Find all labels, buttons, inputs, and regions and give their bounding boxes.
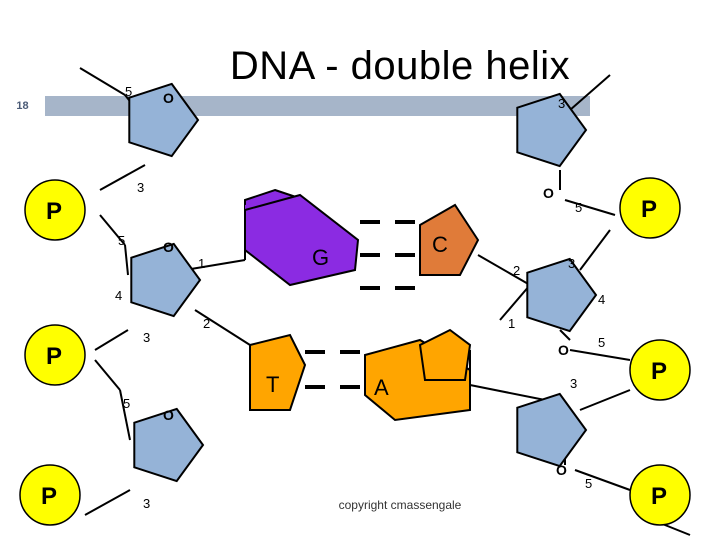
- sugar-pentagon: [130, 242, 202, 318]
- oxygen-label: O: [163, 407, 174, 423]
- phosphate-left-2: P: [24, 324, 86, 386]
- carbon-label: 5: [125, 84, 132, 99]
- oxygen-label: O: [163, 90, 174, 106]
- hydrogen-bonds: [305, 220, 415, 389]
- carbon-label: 5: [598, 335, 605, 350]
- guanine-label: G: [312, 245, 329, 270]
- phosphate-left-1: P: [24, 179, 86, 241]
- carbon-label: 2: [513, 263, 520, 278]
- copyright-text: copyright cmassengale: [338, 498, 462, 512]
- carbon-label: 3: [143, 496, 150, 511]
- adenine-label: A: [374, 375, 389, 400]
- svg-text:P: P: [46, 198, 62, 225]
- carbon-label: 1: [198, 256, 205, 271]
- carbon-label: 2: [203, 316, 210, 331]
- svg-text:P: P: [46, 343, 62, 370]
- svg-text:P: P: [651, 358, 667, 385]
- carbon-label: 1: [508, 316, 515, 331]
- carbon-label: 5: [123, 396, 130, 411]
- sugar-pentagon: [516, 392, 588, 468]
- thymine-shape: [249, 333, 307, 411]
- carbon-label: 4: [598, 292, 605, 307]
- carbon-label: 3: [137, 180, 144, 195]
- carbon-label: 4: [115, 288, 122, 303]
- svg-text:P: P: [41, 483, 57, 510]
- carbon-label: 5: [575, 200, 582, 215]
- carbon-label: 3: [143, 330, 150, 345]
- oxygen-label: O: [556, 462, 567, 478]
- sugar-pentagon: [526, 257, 598, 333]
- thymine-label: T: [266, 372, 279, 397]
- carbon-label: 5: [585, 476, 592, 491]
- phosphate-right-3: P: [629, 464, 691, 526]
- cytosine-shape: [419, 203, 480, 276]
- carbon-label: 3: [558, 96, 565, 111]
- cytosine-label: C: [432, 232, 448, 257]
- sugar-pentagon: [133, 407, 205, 483]
- carbon-label: 3: [570, 376, 577, 391]
- carbon-label: 5: [118, 233, 125, 248]
- guanine-extension: [244, 193, 360, 287]
- sugar-pentagon: [516, 92, 588, 168]
- oxygen-label: O: [163, 239, 174, 255]
- svg-text:P: P: [651, 483, 667, 510]
- svg-text:P: P: [641, 196, 657, 223]
- oxygen-label: O: [543, 185, 554, 201]
- sugar-group: [128, 82, 598, 483]
- sugar-pentagon: [128, 82, 200, 158]
- phosphate-right-1: P: [619, 177, 681, 239]
- phosphate-right-2: P: [629, 339, 691, 401]
- slide-number: 18: [0, 96, 45, 116]
- adenine-top-pentagon: [418, 328, 472, 381]
- oxygen-label: O: [558, 342, 569, 358]
- slide-title: DNA - double helix: [229, 44, 571, 88]
- phosphate-left-3: P: [19, 464, 81, 526]
- carbon-label: 3: [568, 256, 575, 271]
